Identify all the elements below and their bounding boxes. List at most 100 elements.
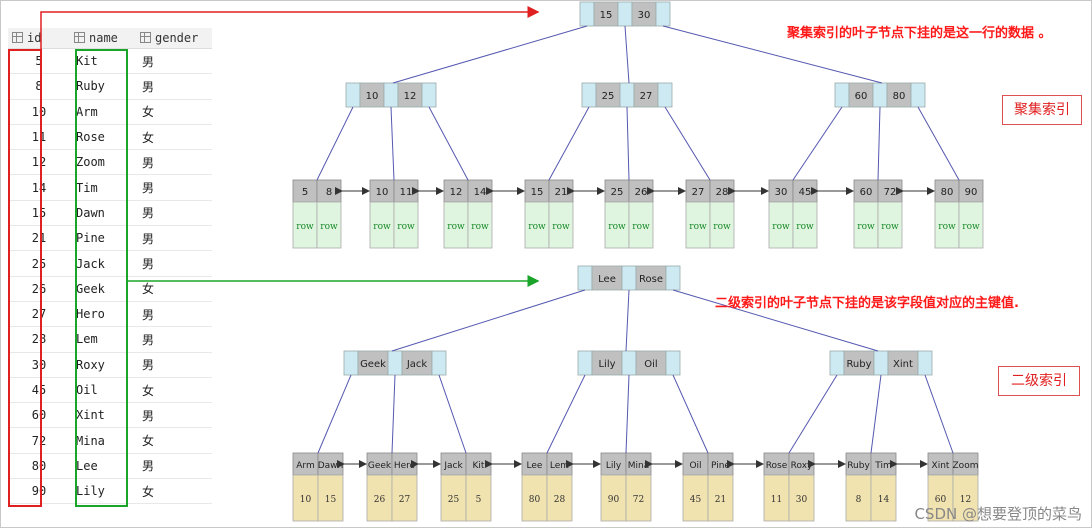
leaf-key-label: Hero [394,461,416,471]
leaf-key-label: 25 [611,187,624,198]
leaf-key-label: 27 [692,187,705,198]
name-cell[interactable]: Roxy [70,352,136,378]
gender-cell[interactable]: 男 [136,301,212,328]
name-cell[interactable]: Mina [70,427,136,454]
id-cell[interactable]: 26 [8,276,70,302]
id-cell[interactable]: 10 [8,99,70,125]
id-cell[interactable]: 15 [8,200,70,227]
gender-cell[interactable]: 男 [136,48,212,75]
child-pointer [910,82,926,108]
leaf-key-label: 60 [860,187,873,198]
name-cell[interactable]: Rose [70,124,136,151]
id-cell[interactable]: 80 [8,453,70,480]
name-cell[interactable]: Lily [70,478,136,505]
index-key [397,82,423,108]
gender-cell[interactable]: 男 [136,174,212,201]
leaf-key-label: 26 [635,187,648,198]
gender-cell[interactable]: 女 [136,427,212,454]
name-cell[interactable]: Zoom [70,149,136,176]
gender-cell[interactable]: 男 [136,225,212,252]
child-pointer [873,350,889,376]
index-key-label: Xint [893,359,913,370]
name-cell[interactable]: Ruby [70,73,136,100]
name-cell[interactable]: Pine [70,225,136,252]
tree-edge [877,106,881,181]
gender-cell[interactable]: 男 [136,149,212,176]
leaf-key-label: 28 [716,187,729,198]
column-header-name[interactable]: name [70,28,136,49]
gender-cell[interactable]: 女 [136,478,212,505]
name-cell[interactable]: Lee [70,453,136,480]
gender-cell[interactable]: 男 [136,73,212,100]
id-cell[interactable]: 30 [8,352,70,378]
primary-key-value: 15 [325,495,337,505]
child-pointer [579,1,595,27]
gender-cell[interactable]: 女 [136,377,212,404]
id-cell[interactable]: 60 [8,402,70,429]
id-cell[interactable]: 8 [8,73,70,100]
id-cell[interactable]: 5 [8,48,70,75]
leaf-key-label: 5 [302,187,308,198]
name-cell[interactable]: Tim [70,174,136,201]
column-header-id[interactable]: id [8,28,70,49]
gender-cell[interactable]: 男 [136,326,212,353]
gender-cell[interactable]: 男 [136,200,212,227]
primary-key-value: 90 [608,495,620,505]
id-cell[interactable]: 72 [8,427,70,454]
leaf-key-label: Mina [628,461,650,471]
child-pointer [431,350,447,376]
id-cell[interactable]: 12 [8,149,70,176]
name-cell[interactable]: Kit [70,48,136,75]
gender-cell[interactable]: 男 [136,352,212,378]
id-cell[interactable]: 21 [8,225,70,252]
gender-cell[interactable]: 女 [136,124,212,151]
leaf-key-label: Tim [874,461,892,471]
name-cell[interactable]: Geek [70,276,136,302]
id-cell[interactable]: 45 [8,377,70,404]
name-cell[interactable]: Dawn [70,200,136,227]
id-cell[interactable]: 27 [8,301,70,328]
gender-cell[interactable]: 男 [136,453,212,480]
leaf-key-label: 11 [400,187,413,198]
id-cell[interactable]: 14 [8,174,70,201]
id-cell[interactable]: 11 [8,124,70,151]
gender-cell[interactable]: 男 [136,402,212,429]
row-data-label: row [857,222,875,232]
gender-cell[interactable]: 女 [136,99,212,125]
leaf-payload [546,474,573,522]
index-key [635,265,667,291]
column-header-gender[interactable]: gender [136,28,212,49]
id-cell[interactable]: 90 [8,478,70,505]
name-cell[interactable]: Lem [70,326,136,353]
name-cell[interactable]: Xint [70,402,136,429]
id-cell[interactable]: 25 [8,250,70,277]
row-data-label: row [689,222,707,232]
name-cell[interactable]: Hero [70,301,136,328]
leaf-payload [792,201,818,249]
name-cell[interactable]: Jack [70,250,136,277]
leaf-key-label: Jack [443,461,463,471]
name-cell[interactable]: Arm [70,99,136,125]
id-cell[interactable]: 28 [8,326,70,353]
gender-cell[interactable]: 男 [136,250,212,277]
name-cell[interactable]: Oil [70,377,136,404]
